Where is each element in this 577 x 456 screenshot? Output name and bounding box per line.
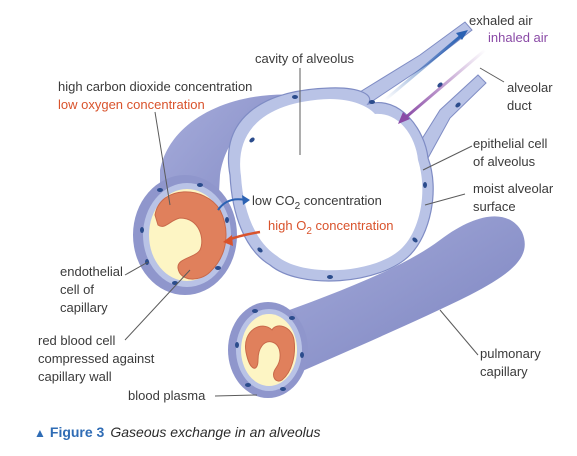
label-epithelial-2: of alveolus: [473, 154, 536, 169]
label-rbc-1: red blood cell: [38, 333, 115, 348]
caption-text: Gaseous exchange in an alveolus: [110, 424, 321, 440]
duct-wall-upper: [354, 21, 473, 105]
label-endothelial-3: capillary: [60, 300, 108, 315]
exhaled-air-arrow: [384, 33, 463, 102]
epithelial-nuclei: [249, 82, 461, 279]
capillary-cross-section: [133, 175, 237, 295]
label-rbc-3: capillary wall: [38, 369, 112, 384]
alveolus-cavity: [240, 99, 423, 271]
label-pulmonary-2: capillary: [480, 364, 528, 379]
label-exhaled-air: exhaled air: [469, 13, 533, 28]
label-moist-1: moist alveolar: [473, 181, 554, 196]
pulmonary-cross-section: [228, 302, 308, 398]
label-epithelial-1: epithelial cell: [473, 136, 548, 151]
figure-caption: ▲Figure 3 Gaseous exchange in an alveolus: [34, 424, 321, 440]
label-inhaled-air: inhaled air: [488, 30, 549, 45]
caption-triangle-icon: ▲: [34, 426, 46, 440]
caption-figure-number: Figure 3: [49, 424, 105, 440]
label-rbc-2: compressed against: [38, 351, 155, 366]
label-low-o2: low oxygen concentration: [58, 97, 205, 112]
label-high-o2: high O2 concentration: [268, 218, 394, 237]
label-moist-2: surface: [473, 199, 516, 214]
label-high-co2: high carbon dioxide concentration: [58, 79, 252, 94]
label-cavity: cavity of alveolus: [255, 51, 354, 66]
label-plasma: blood plasma: [128, 388, 206, 403]
label-pulmonary-1: pulmonary: [480, 346, 541, 361]
label-low-co2: low CO2 concentration: [252, 193, 382, 212]
alveolus-diagram: exhaled air inhaled air cavity of alveol…: [38, 13, 554, 403]
red-blood-cell: [154, 191, 227, 280]
pulmonary-capillary-tube: [268, 216, 525, 372]
label-endothelial-1: endothelial: [60, 264, 123, 279]
label-alveolar-duct-1: alveolar: [507, 80, 553, 95]
label-endothelial-2: cell of: [60, 282, 94, 297]
label-alveolar-duct-2: duct: [507, 98, 532, 113]
inhaled-air-arrow: [404, 48, 486, 120]
